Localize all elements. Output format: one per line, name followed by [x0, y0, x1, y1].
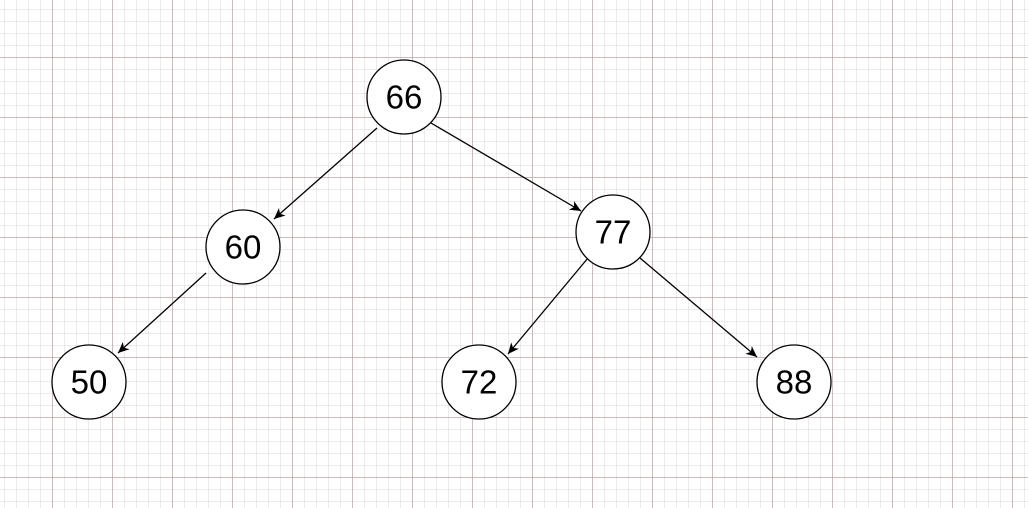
node-circle [205, 209, 281, 285]
tree-node: 66 [366, 59, 442, 135]
node-circle [756, 344, 832, 420]
node-label: 50 [71, 364, 108, 401]
edge-66-77 [430, 122, 582, 212]
tree-node: 50 [51, 344, 127, 420]
tree-node: 88 [756, 344, 832, 420]
node-label: 66 [386, 79, 423, 116]
edge-77-88 [639, 257, 758, 358]
node-label: 72 [461, 364, 498, 401]
edge-66-60 [273, 127, 378, 220]
tree-node: 72 [441, 344, 517, 420]
tree-node: 77 [575, 194, 651, 270]
node-circle [441, 344, 517, 420]
node-label: 88 [776, 364, 813, 401]
node-circle [366, 59, 442, 135]
node-label: 77 [595, 214, 632, 251]
tree-node: 60 [205, 209, 281, 285]
node-circle [51, 344, 127, 420]
node-circle [575, 194, 651, 270]
edges-layer [117, 122, 758, 358]
node-label: 60 [225, 229, 262, 266]
edge-60-50 [117, 272, 207, 354]
edge-77-72 [507, 257, 589, 355]
